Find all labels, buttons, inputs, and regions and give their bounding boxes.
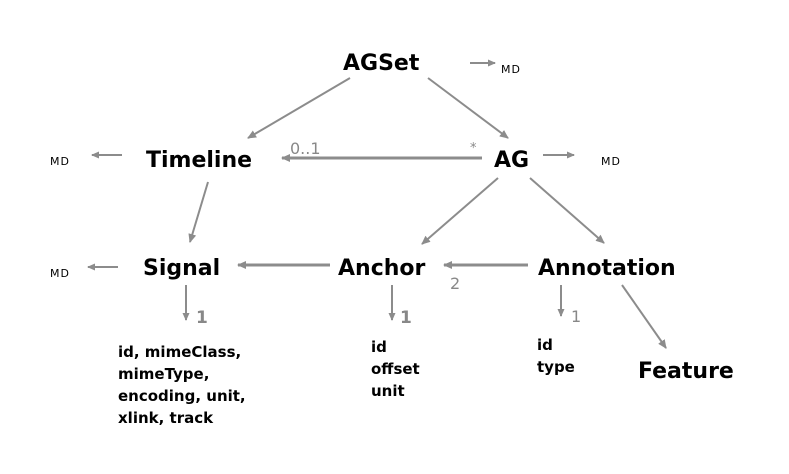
edge-agset-ag bbox=[427, 77, 509, 139]
attribute-line: offset bbox=[371, 360, 420, 378]
edge-agset-timeline bbox=[247, 77, 351, 139]
attribute-line: id, mimeClass, bbox=[118, 343, 241, 361]
node-annotation: Annotation bbox=[538, 256, 676, 281]
anchor-attributes: id offset unit bbox=[371, 338, 420, 400]
node-anchor: Anchor bbox=[338, 256, 426, 281]
node-signal: Signal bbox=[143, 256, 220, 281]
node-timeline: Timeline bbox=[146, 148, 252, 173]
md-label-ag: MD bbox=[601, 155, 621, 168]
md-label-timeline: MD bbox=[50, 155, 70, 168]
multiplicity-anchor-attrs: 1 bbox=[400, 308, 412, 328]
edge-timeline-signal bbox=[188, 181, 209, 243]
md-label-signal: MD bbox=[50, 267, 70, 280]
multiplicity-ag: * bbox=[470, 141, 477, 156]
node-ag: AG bbox=[494, 148, 529, 173]
md-label-agset: MD bbox=[501, 63, 521, 76]
multiplicity-timeline: 0..1 bbox=[290, 139, 321, 158]
attribute-line: id bbox=[537, 336, 553, 354]
attribute-line: type bbox=[537, 358, 575, 376]
annotation-attributes: id type bbox=[537, 336, 575, 376]
attribute-line: id bbox=[371, 338, 387, 356]
node-feature: Feature bbox=[638, 359, 734, 384]
edge-annotation-feature bbox=[621, 284, 667, 349]
attribute-line: mimeType, bbox=[118, 365, 209, 383]
multiplicity-anchor: 2 bbox=[450, 274, 460, 293]
multiplicity-signal-attrs: 1 bbox=[196, 308, 208, 328]
node-agset: AGSet bbox=[343, 51, 420, 76]
edge-ag-annotation bbox=[529, 177, 605, 244]
multiplicity-annotation-attrs: 1 bbox=[571, 307, 581, 326]
attribute-line: encoding, unit, bbox=[118, 387, 246, 405]
edge-ag-anchor bbox=[421, 177, 499, 245]
attribute-line: xlink, track bbox=[118, 409, 214, 427]
signal-attributes: id, mimeClass, mimeType, encoding, unit,… bbox=[118, 343, 246, 427]
attribute-line: unit bbox=[371, 382, 405, 400]
